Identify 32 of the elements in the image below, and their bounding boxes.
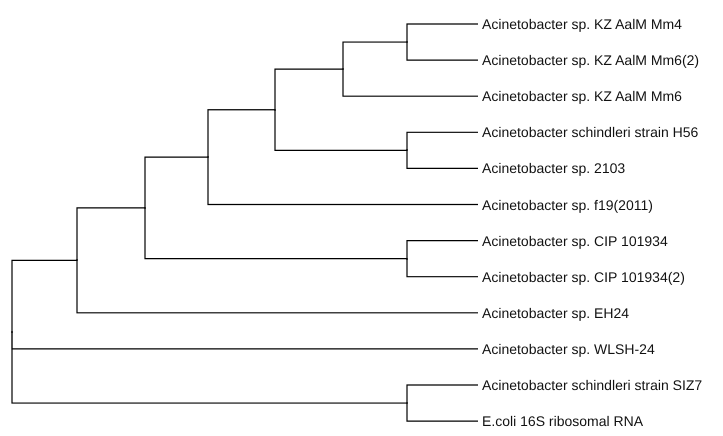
tree-branch (274, 68, 343, 110)
taxon-label: Acinetobacter schindleri strain SIZ7 (478, 376, 702, 394)
tree-branch (406, 42, 478, 61)
tree-branch (207, 109, 275, 158)
taxon-label: Acinetobacter sp. f19(2011) (478, 196, 653, 214)
taxon-label: Acinetobacter sp. KZ AalM Mm4 (478, 15, 682, 33)
tree-branch (76, 260, 478, 314)
tree-branch (342, 69, 478, 97)
taxon-label: Acinetobacter sp. KZ AalM Mm6(2) (478, 51, 700, 70)
tree-branch (11, 260, 77, 332)
tree-branch (144, 208, 407, 260)
tree-branch (406, 23, 478, 42)
tree-branch (406, 258, 478, 278)
taxon-label: E.coli 16S ribosomal RNA (478, 412, 644, 430)
tree-branch (274, 110, 407, 151)
tree-branch (342, 41, 407, 70)
tree-branch (406, 132, 478, 150)
tree-branch (144, 156, 208, 208)
tree-branch (406, 384, 478, 404)
taxon-label: Acinetobacter sp. KZ AalM Mm6 (478, 87, 682, 106)
taxon-label: Acinetobacter sp. CIP 101934(2) (478, 268, 685, 286)
taxon-label: Acinetobacter schindleri strain H56 (478, 123, 698, 142)
tree-branch (406, 240, 478, 259)
taxon-label: Acinetobacter sp. CIP 101934 (478, 232, 668, 250)
taxon-label: Acinetobacter sp. WLSH-24 (478, 340, 655, 358)
tree-branch (76, 207, 145, 260)
tree-branch (406, 150, 478, 169)
tree-branch (207, 157, 478, 206)
taxon-label: Acinetobacter sp. 2103 (478, 159, 626, 178)
tree-branch (11, 332, 407, 404)
tree-branch (406, 403, 478, 422)
taxon-label: Acinetobacter sp. EH24 (478, 304, 630, 322)
